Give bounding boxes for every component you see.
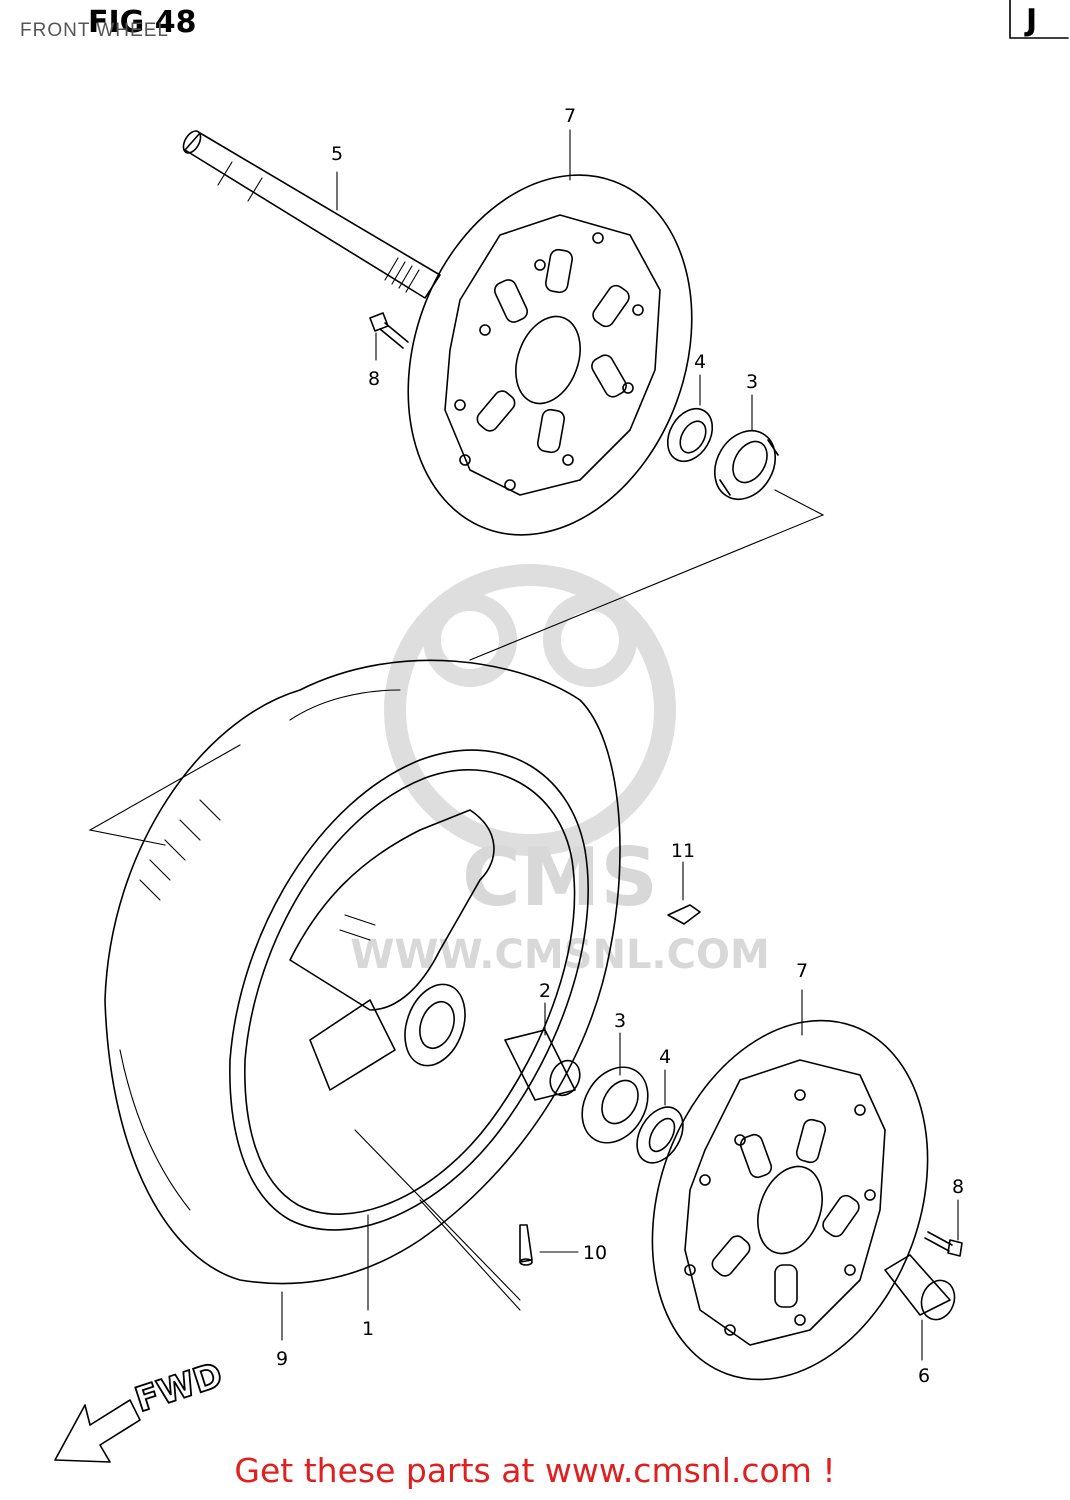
footer-cta[interactable]: Get these parts at www.cmsnl.com !: [234, 1451, 836, 1490]
brake-disc-bottom: [651, 1019, 929, 1381]
callout-10: 10: [583, 1242, 607, 1264]
callout-8-bottom: 8: [952, 1176, 964, 1198]
callout-5: 5: [331, 143, 343, 165]
callout-4-top: 4: [694, 351, 706, 373]
callout-11: 11: [671, 840, 695, 862]
assembly-lines: [88, 489, 825, 1311]
callout-6: 6: [918, 1365, 930, 1387]
section-label: FRONT WHEEL: [20, 20, 169, 41]
front-wheel: [104, 659, 621, 1285]
watermark: CMS WWW.CMSNL.COM: [350, 564, 770, 978]
front-axle: [182, 130, 441, 299]
oil-seal-bottom: [636, 1106, 684, 1164]
watermark-url: WWW.CMSNL.COM: [350, 932, 770, 978]
collar: [884, 1254, 956, 1321]
figure-number: FIG 48: [88, 5, 196, 40]
callout-2: 2: [539, 980, 551, 1002]
fwd-arrow-icon: [54, 1399, 141, 1463]
disc-bolt-top: [369, 312, 409, 349]
bearing-bottom: [581, 1066, 649, 1144]
fwd-indicator: FWD: [54, 1354, 228, 1463]
callout-3-top: 3: [746, 371, 758, 393]
brake-disc-top: [407, 174, 693, 536]
callout-7-top: 7: [564, 105, 576, 127]
corner-tab-letter: J: [1024, 3, 1037, 38]
corner-tab: J: [1009, 0, 1069, 39]
callout-3-bottom: 3: [614, 1010, 626, 1032]
watermark-brand: CMS: [462, 831, 658, 924]
bearing-top: [714, 430, 779, 500]
oil-seal-top: [666, 407, 714, 463]
callout-8-top: 8: [368, 368, 380, 390]
callout-9: 9: [276, 1348, 288, 1370]
callout-1: 1: [362, 1318, 374, 1340]
leader-lines: [281, 129, 959, 1361]
callouts: 5 7 4 3 8 11 2 3 4 7 8 10 1 9 6: [276, 105, 964, 1387]
disc-bolt-bottom: [924, 1231, 963, 1257]
callout-4-bottom: 4: [659, 1046, 671, 1068]
valve: [519, 1224, 533, 1266]
spacer: [504, 1029, 581, 1101]
fwd-label: FWD: [130, 1355, 227, 1421]
callout-7-bottom: 7: [796, 960, 808, 982]
valve-cap: [667, 904, 701, 925]
